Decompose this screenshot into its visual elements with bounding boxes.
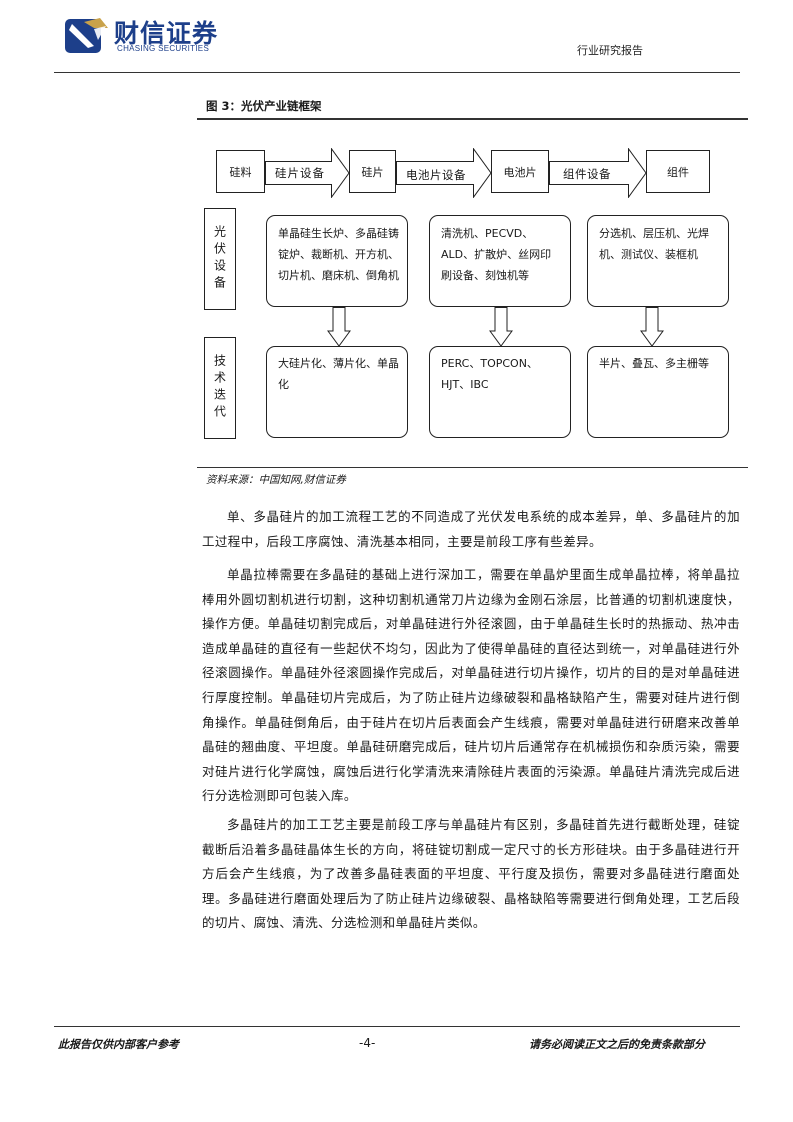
hollow-down-arrow-icon	[489, 307, 513, 347]
arrow-label-module-equipment: 组件设备	[563, 167, 611, 181]
block-arrow-right-icon	[549, 148, 647, 198]
body-paragraph: 多晶硅片的加工工艺主要是前段工序与单晶硅片有区别，多晶硅首先进行截断处理，硅锭截…	[202, 817, 740, 931]
tech-cell-wafer: 大硅片化、薄片化、单晶化	[266, 346, 408, 438]
body-paragraph: 单、多晶硅片的加工流程工艺的不同造成了光伏发电系统的成本差异，单、多晶硅片的加工…	[202, 509, 740, 549]
header-divider	[54, 72, 740, 73]
equipment-cell-cell: 清洗机、PECVD、ALD、扩散炉、丝网印刷设备、刻蚀机等	[429, 215, 571, 307]
footer-divider	[54, 1026, 740, 1027]
footer-disclaimer-left: 此报告仅供内部客户参考	[58, 1038, 179, 1051]
chasing-securities-logo-icon	[65, 18, 108, 53]
body-paragraph: 单晶拉棒需要在多晶硅的基础上进行深加工，需要在单晶炉里面生成单晶拉棒，将单晶拉棒…	[202, 567, 740, 804]
figure-title: 图 3：光伏产业链框架	[206, 99, 322, 113]
hollow-down-arrow-icon	[640, 307, 664, 347]
block-arrow-right-icon	[396, 148, 492, 198]
brand-name-english: CHASING SECURITIES	[117, 44, 210, 53]
chain-node-module: 组件	[646, 150, 710, 193]
arrow-label-wafer-equipment: 硅片设备	[275, 166, 325, 180]
chain-node-silicon-material: 硅料	[216, 150, 265, 193]
footer-disclaimer-right: 请务必阅读正文之后的免责条款部分	[529, 1038, 705, 1051]
brand-name: 财信证券	[114, 19, 219, 48]
tech-cell-module: 半片、叠瓦、多主栅等	[587, 346, 729, 438]
chain-node-wafer: 硅片	[349, 150, 396, 193]
equipment-cell-module: 分选机、层压机、光焊机、测试仪、装框机	[587, 215, 729, 307]
row-label-tech-iteration: 技术迭代	[204, 337, 236, 439]
block-arrow-right-icon	[265, 148, 350, 198]
chain-node-cell: 电池片	[491, 150, 549, 193]
hollow-down-arrow-icon	[327, 307, 351, 347]
figure-bottom-rule	[197, 467, 748, 468]
tech-cell-cell: PERC、TOPCON、HJT、IBC	[429, 346, 571, 438]
report-type: 行业研究报告	[577, 44, 643, 57]
figure-top-rule	[197, 118, 748, 120]
arrow-label-cell-equipment: 电池片设备	[406, 168, 466, 182]
page-number: -4-	[359, 1036, 376, 1050]
equipment-cell-wafer: 单晶硅生长炉、多晶硅铸锭炉、裁断机、开方机、切片机、磨床机、倒角机	[266, 215, 408, 307]
row-label-pv-equipment: 光伏设备	[204, 208, 236, 310]
figure-source: 资料来源：中国知网,财信证券	[206, 474, 346, 486]
